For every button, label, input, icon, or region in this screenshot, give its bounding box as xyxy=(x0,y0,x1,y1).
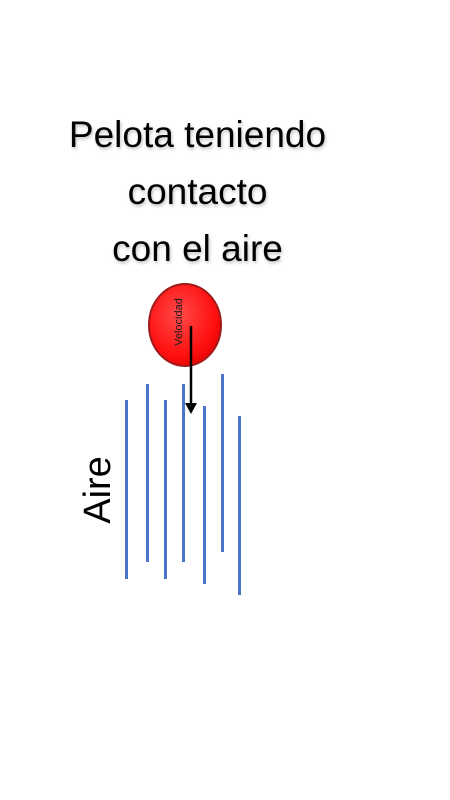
velocity-arrow xyxy=(185,326,197,414)
ball xyxy=(148,283,222,367)
air-line xyxy=(238,416,241,595)
air-line xyxy=(164,400,167,579)
air-label: Aire xyxy=(77,456,119,524)
air-line xyxy=(221,374,224,552)
title-line-3: con el aire xyxy=(112,228,283,269)
slide-title: Pelota teniendo contacto con el aire xyxy=(0,106,395,277)
air-lines xyxy=(125,374,241,595)
title-line-1: Pelota teniendo xyxy=(68,114,327,155)
air-line xyxy=(203,406,206,584)
air-line xyxy=(125,400,128,579)
title-line-2: contacto xyxy=(127,171,268,212)
air-line xyxy=(182,384,185,562)
air-line xyxy=(146,384,149,562)
velocity-label: Velocidad xyxy=(173,298,185,346)
